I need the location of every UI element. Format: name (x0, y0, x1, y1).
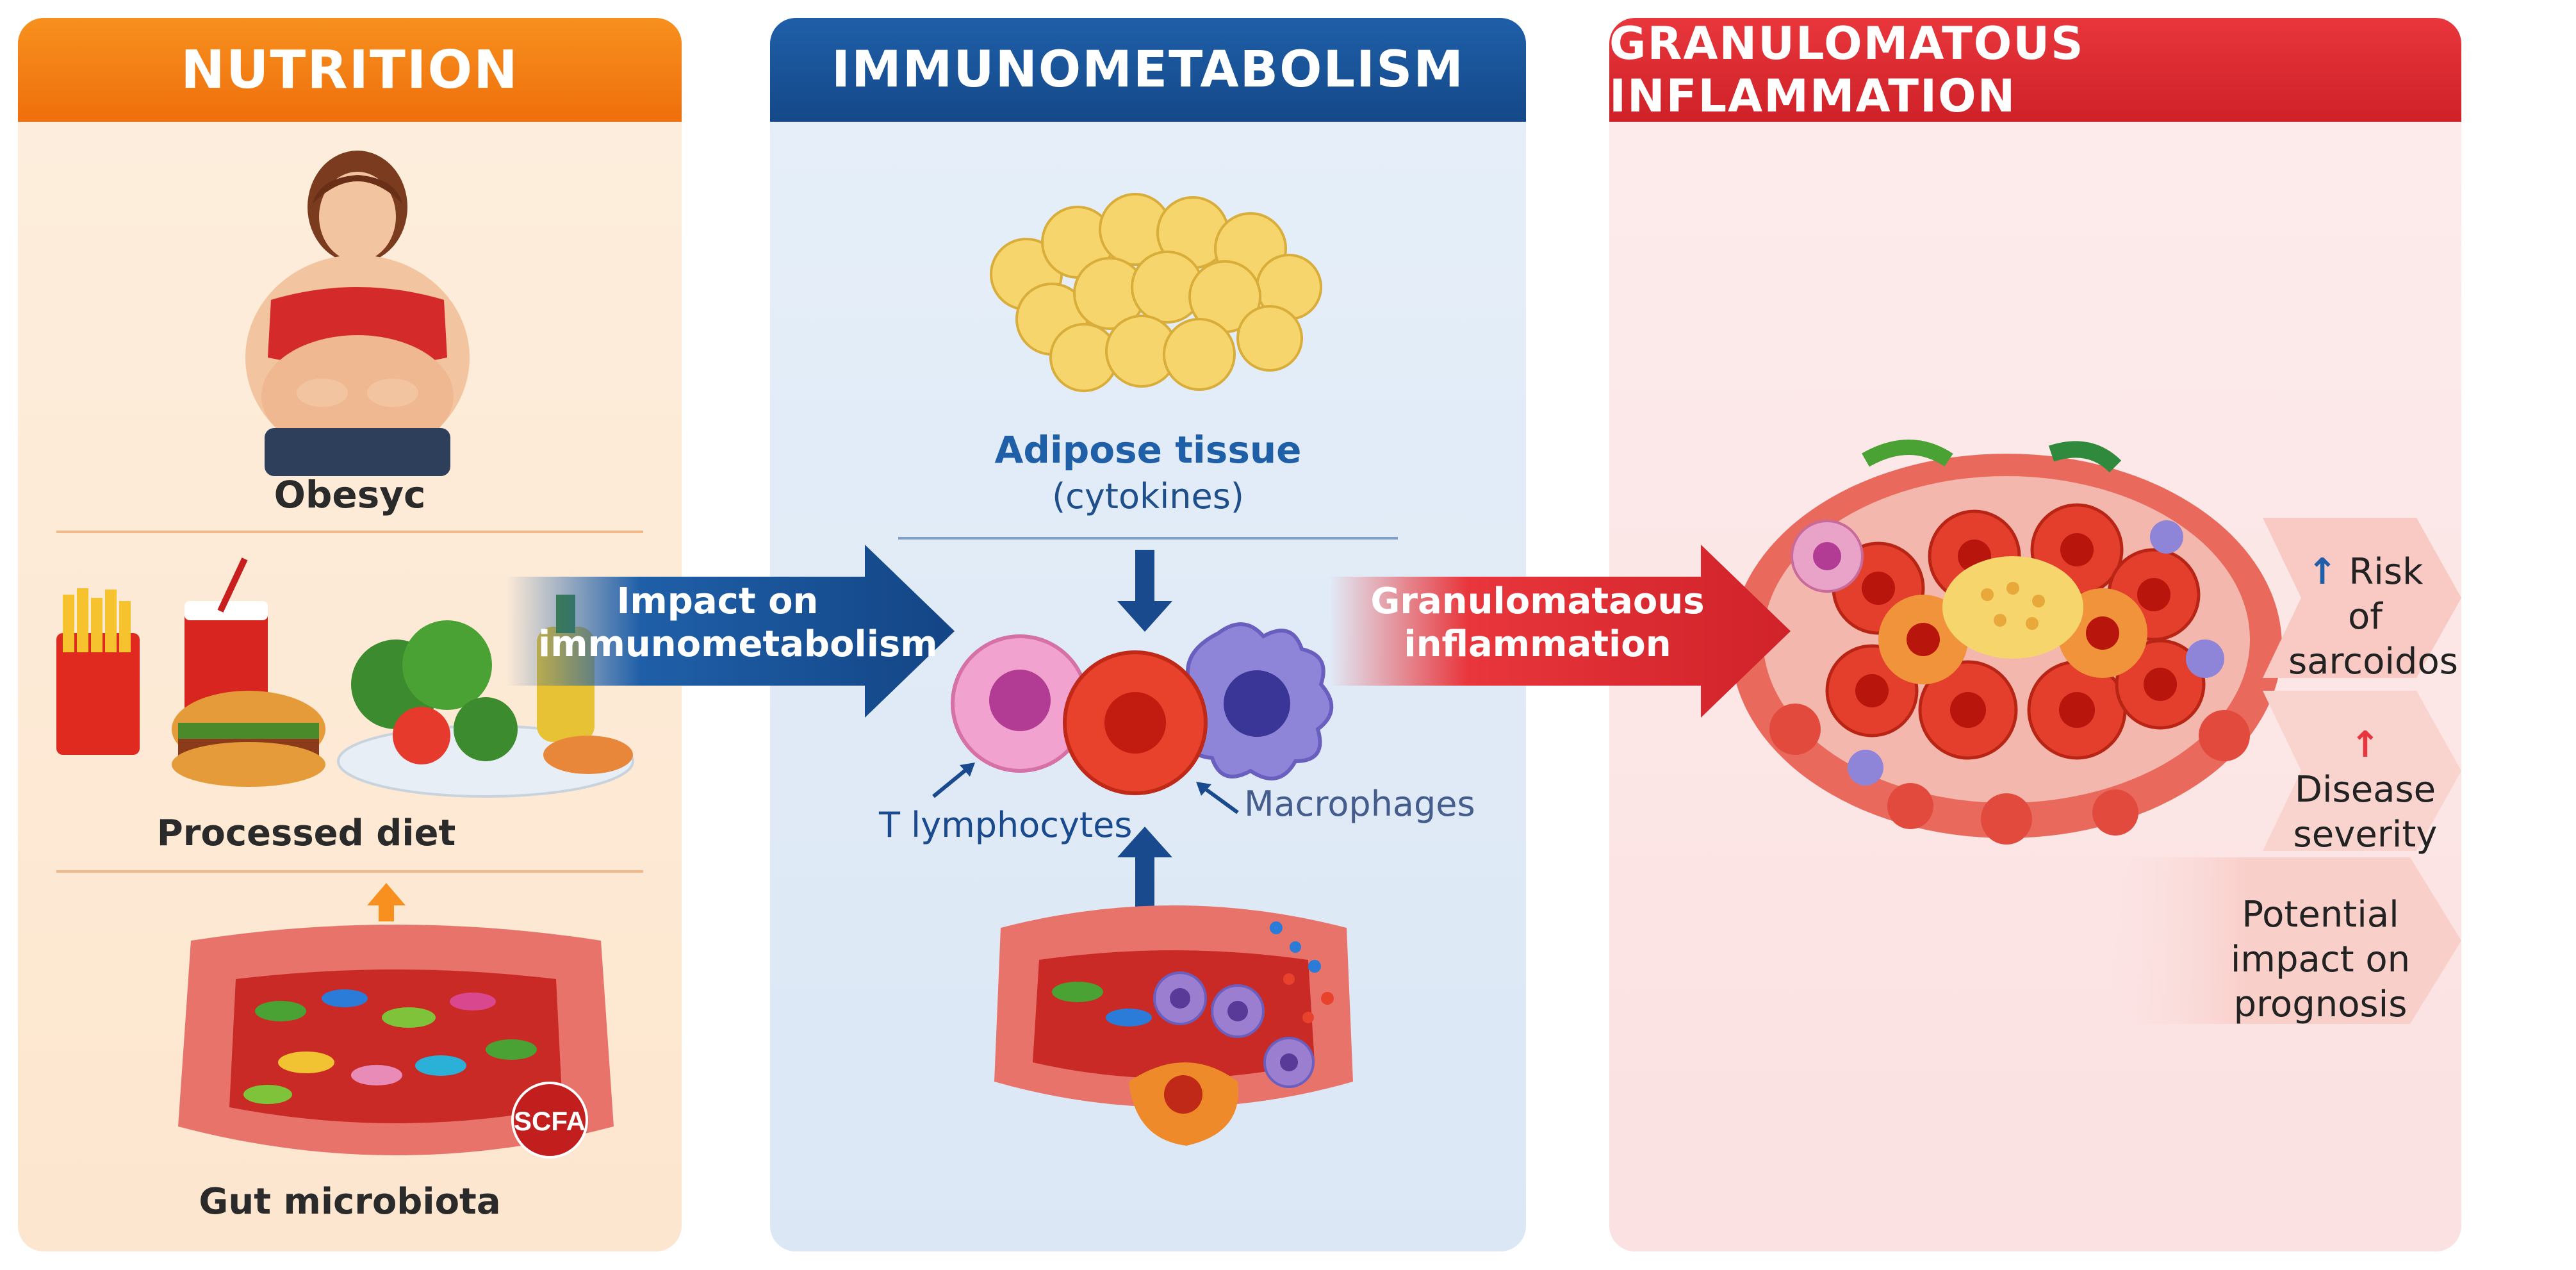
increase-arrow-icon: ↑ (2350, 724, 2381, 766)
impact-arrow (506, 545, 955, 718)
impact-arrow-line1: Impact on (616, 581, 819, 622)
gut-microbiota-label: Gut microbiota (199, 1181, 501, 1223)
cytokines-label: (cytokines) (1052, 476, 1244, 516)
obesity-label: Obesyc (274, 473, 426, 516)
outcome-prognosis: Potential impact on prognosis (2167, 893, 2461, 1027)
nutrition-divider-2 (56, 870, 643, 873)
outcome-arrow-3 (2103, 857, 2461, 1024)
up-arrow-immuno-icon (1117, 827, 1172, 909)
adipose-tissue-label: Adipose tissue (994, 428, 1302, 472)
immunometabolism-header: IMMUNOMETABOLISM (770, 18, 1526, 122)
obese-person-illustration (245, 151, 470, 476)
outcome-sarcoidosis: ↑ Risk of sarcoidosis (2288, 550, 2461, 684)
outcome-severity-line2: severity (2293, 814, 2438, 855)
outcome-severity: ↑ Disease severity (2288, 723, 2442, 857)
immune-cells-illustration (951, 622, 1334, 795)
t-lymphocyte-pointer-icon (932, 763, 975, 798)
granulomatous-arrow (1329, 545, 1791, 718)
macrophage-pointer-icon (1196, 782, 1239, 814)
outcome-sarcoidosis-line1: Risk of (2348, 551, 2424, 638)
granulomatous-arrow-line2: inflammation (1404, 623, 1671, 666)
impact-arrow-label: Impact on immunometabolism (538, 580, 938, 666)
down-arrow-icon (1117, 550, 1172, 632)
processed-diet-illustration (56, 557, 634, 798)
macrophages-label: Macrophages (1244, 784, 1475, 824)
outcome-severity-line1: Disease (2294, 769, 2436, 811)
outcome-sarcoidosis-line2: sarcoidosis (2288, 641, 2461, 682)
t-lymphocytes-label: T lymphocytes (879, 805, 1133, 845)
outcome-arrow-1 (2263, 518, 2461, 678)
increase-arrow-icon: ↑ (2307, 551, 2338, 593)
nutrition-header: NUTRITION (18, 18, 682, 122)
gut-microbiota-illustration: SCFA (178, 925, 614, 1159)
adipose-tissue-illustration (990, 193, 1322, 392)
up-arrow-icon (367, 883, 406, 921)
scfa-label: SCFA (514, 1106, 586, 1136)
immuno-divider (898, 537, 1398, 540)
processed-diet-label: Processed diet (156, 812, 456, 854)
granulomatous-arrow-label: Granulomataous inflammation (1358, 580, 1717, 666)
outcome-prognosis-line2: impact on prognosis (2230, 939, 2411, 1025)
granulomatous-header: GRANULOMATOUS INFLAMMATION (1609, 18, 2461, 122)
granulomatous-arrow-line1: Granulomataous (1370, 581, 1705, 622)
outcome-prognosis-line1: Potential (2242, 894, 2399, 936)
nutrition-divider-1 (56, 531, 643, 533)
granuloma-illustration (1731, 440, 2282, 845)
impact-arrow-line2: immunometabolism (538, 623, 938, 666)
gut-immune-illustration (994, 905, 1353, 1146)
outcome-arrow-2 (2263, 691, 2461, 851)
